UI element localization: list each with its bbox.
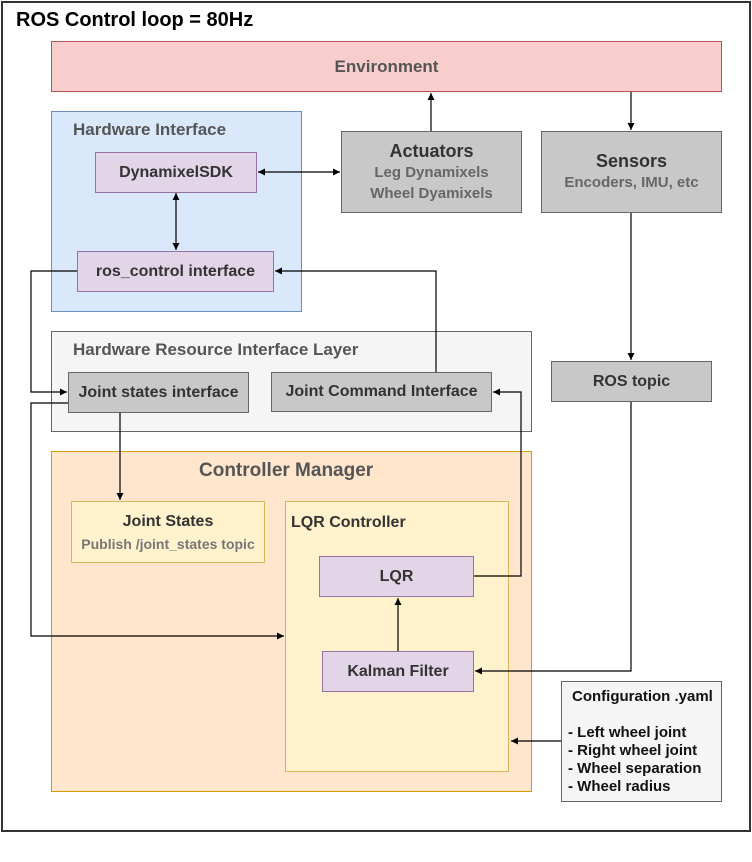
configuration-title: Configuration .yaml bbox=[572, 688, 713, 705]
joint-states-box: Joint States Publish /joint_states topic bbox=[71, 501, 265, 563]
sensors-subtitle: Encoders, IMU, etc bbox=[564, 174, 699, 191]
lqr-controller-label: LQR Controller bbox=[291, 514, 406, 531]
dynamixel-sdk-label: DynamixelSDK bbox=[119, 163, 233, 181]
kalman-filter-box: Kalman Filter bbox=[322, 651, 474, 692]
lqr-label: LQR bbox=[379, 567, 414, 585]
joint-states-interface-box: Joint states interface bbox=[68, 372, 249, 413]
configuration-item: - Wheel radius bbox=[568, 778, 671, 795]
joint-states-subtitle: Publish /joint_states topic bbox=[81, 535, 255, 552]
actuators-box: Actuators Leg Dynamixels Wheel Dyamixels bbox=[341, 131, 522, 213]
hardware-interface-label: Hardware Interface bbox=[73, 120, 227, 139]
controller-manager-label: Controller Manager bbox=[199, 460, 374, 481]
actuators-line2: Wheel Dyamixels bbox=[370, 184, 493, 202]
lqr-box: LQR bbox=[319, 556, 474, 597]
ros-control-interface-label: ros_control interface bbox=[95, 262, 256, 280]
joint-states-interface-label: Joint states interface bbox=[78, 383, 239, 401]
joint-command-interface-box: Joint Command Interface bbox=[271, 372, 492, 412]
joint-command-interface-label: Joint Command Interface bbox=[285, 383, 478, 400]
kalman-filter-label: Kalman Filter bbox=[347, 662, 449, 680]
diagram-title: ROS Control loop = 80Hz bbox=[16, 9, 254, 31]
actuators-title: Actuators bbox=[389, 140, 474, 161]
configuration-item: - Left wheel joint bbox=[568, 724, 687, 741]
joint-states-title: Joint States bbox=[122, 512, 214, 530]
hril-label: Hardware Resource Interface Layer bbox=[73, 340, 359, 359]
actuators-line1: Leg Dynamixels bbox=[374, 163, 489, 181]
ros-topic-label: ROS topic bbox=[592, 372, 671, 390]
dynamixel-sdk-box: DynamixelSDK bbox=[95, 152, 257, 193]
lqr-controller-group bbox=[285, 501, 509, 772]
configuration-item: - Wheel separation bbox=[568, 760, 702, 777]
environment-label: Environment bbox=[334, 56, 439, 76]
configuration-box: Configuration .yaml - Left wheel joint -… bbox=[561, 681, 722, 802]
ros-control-interface-box: ros_control interface bbox=[77, 251, 274, 292]
ros-topic-box: ROS topic bbox=[551, 361, 712, 402]
sensors-title: Sensors bbox=[595, 151, 668, 171]
configuration-item: - Right wheel joint bbox=[568, 742, 698, 759]
environment-box: Environment bbox=[51, 41, 722, 92]
sensors-box: Sensors Encoders, IMU, etc bbox=[541, 131, 722, 213]
